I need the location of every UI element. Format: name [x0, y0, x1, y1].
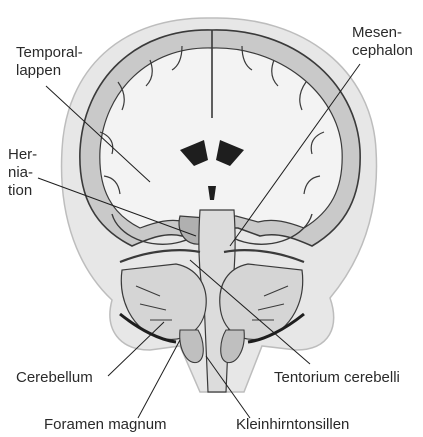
label-mesencephalon: Mesen- cephalon — [352, 24, 413, 60]
label-temporallappen: Temporal- lappen — [16, 44, 83, 80]
label-tentorium-cerebelli: Tentorium cerebelli — [274, 369, 400, 387]
label-herniation: Her- nia- tion — [8, 146, 37, 200]
label-herniation-line1: Her- — [8, 146, 37, 164]
label-herniation-line3: tion — [8, 182, 37, 200]
label-temporallappen-line2: lappen — [16, 62, 83, 80]
label-temporallappen-line1: Temporal- — [16, 44, 83, 62]
label-herniation-line2: nia- — [8, 164, 37, 182]
label-kleinhirntonsillen: Kleinhirntonsillen — [236, 416, 349, 434]
label-foramen-magnum: Foramen magnum — [44, 416, 167, 434]
label-cerebellum: Cerebellum — [16, 369, 93, 387]
label-mesencephalon-line1: Mesen- — [352, 24, 413, 42]
label-mesencephalon-line2: cephalon — [352, 42, 413, 60]
